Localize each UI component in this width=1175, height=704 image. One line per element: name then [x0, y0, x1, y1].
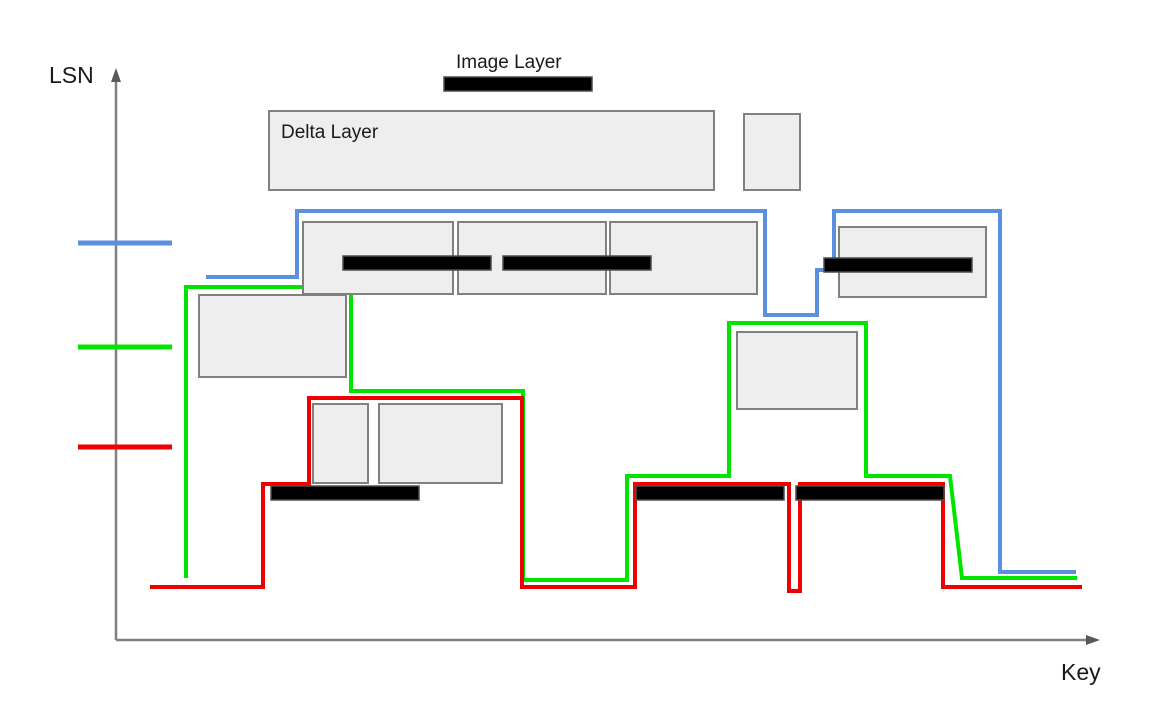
blue-bar-1	[342, 255, 492, 271]
tick-group	[78, 240, 172, 450]
blue-bar-2	[502, 255, 652, 271]
image-layer-label: Image Layer	[456, 52, 562, 73]
green-box-left	[198, 294, 347, 378]
green-box-mid	[736, 331, 858, 410]
x-axis-arrowhead	[1086, 635, 1100, 645]
delta-layer-label: Delta Layer	[281, 122, 379, 143]
y-axis-label: LSN	[49, 62, 94, 88]
axis-group	[111, 68, 1100, 645]
delta-layer-box-small	[743, 113, 801, 191]
red-bar-3	[795, 485, 945, 501]
y-axis-arrowhead	[111, 68, 121, 82]
x-axis-label: Key	[1061, 659, 1101, 685]
red-layer-boundary	[150, 396, 1082, 593]
red-box-1	[312, 403, 369, 484]
delta-layer-box	[268, 110, 715, 191]
red-bar-1	[270, 485, 420, 501]
red-box-2	[378, 403, 503, 484]
image-layer-bar	[443, 76, 593, 92]
blue-bar-3	[823, 257, 973, 273]
blue-layer-boundary	[206, 209, 1076, 574]
red-bar-2	[635, 485, 785, 501]
green-layer-boundary	[184, 285, 1077, 582]
